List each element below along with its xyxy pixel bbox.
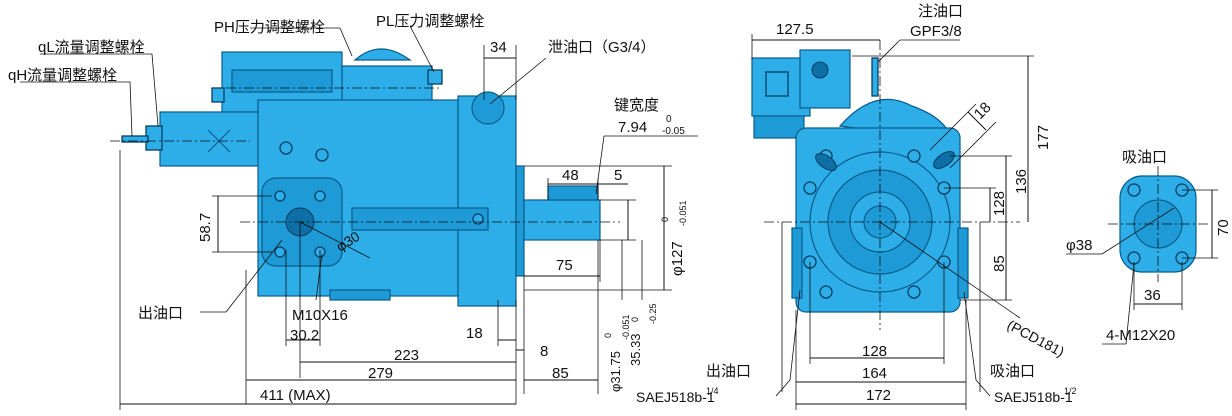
dim-8: 8 bbox=[540, 343, 548, 360]
side-dim-lines bbox=[20, 25, 698, 410]
oil-fill-spec: GPF3/8 bbox=[910, 23, 962, 40]
dim-phi127-tol-upper: 0 bbox=[660, 217, 670, 222]
qh-adjust-label: qH流量调整螺栓 bbox=[8, 67, 117, 84]
flange-slot bbox=[815, 153, 837, 171]
dim-5: 5 bbox=[614, 167, 622, 184]
text-labels: PH压力调整螺栓 PL压力调整螺栓 qL流量调整螺栓 qH流量调整螺栓 34 泄… bbox=[8, 3, 1232, 405]
dim-36: 36 bbox=[1144, 287, 1161, 304]
casing-bolt bbox=[315, 148, 329, 162]
inlet-dim-lines bbox=[1066, 189, 1218, 345]
side-view bbox=[110, 48, 620, 307]
casing-bolt bbox=[279, 141, 293, 155]
key-tol-upper: 0 bbox=[666, 114, 672, 125]
valve-port-square bbox=[765, 71, 789, 97]
dim-35-33: 35.33 bbox=[628, 333, 643, 366]
outlet-bolt-spec: M10X16 bbox=[292, 307, 348, 324]
flow-adjust-cylinder bbox=[159, 111, 261, 167]
ql-adjust-label: qL流量调整螺栓 bbox=[38, 39, 145, 56]
dim-411: 411 (MAX) bbox=[260, 387, 331, 404]
mount-hole bbox=[803, 181, 817, 195]
dim-85-side: 85 bbox=[552, 365, 569, 382]
dim-127-5: 127.5 bbox=[776, 21, 814, 38]
casing-bottom-rib bbox=[329, 289, 391, 301]
dim-phi31-75-tol-lower: -0.051 bbox=[621, 314, 631, 340]
inlet-bolt bbox=[1127, 183, 1141, 197]
dim-34: 34 bbox=[490, 39, 507, 56]
flange-bolt bbox=[314, 190, 326, 202]
ph-adjust-label: PH压力调整螺栓 bbox=[214, 19, 325, 36]
pl-adjust-bolt bbox=[427, 69, 443, 85]
dim-phi127: φ127 bbox=[669, 241, 686, 276]
flange-bolt bbox=[274, 246, 286, 258]
ph-adjust-dome bbox=[353, 48, 412, 61]
valve-end-plug bbox=[211, 87, 225, 103]
outlet-spec-sup: 1/4 bbox=[706, 386, 719, 396]
mount-hole bbox=[907, 149, 921, 163]
key-width-value: 7.94 bbox=[618, 119, 647, 136]
inlet-side-block bbox=[957, 227, 969, 299]
outlet-spec: SAEJ518b-1 bbox=[636, 389, 715, 405]
dim-35-33-tol-lower: -0.25 bbox=[648, 303, 658, 324]
dim-85-v: 85 bbox=[991, 255, 1008, 272]
inlet-label-flange: 吸油口 bbox=[1122, 149, 1167, 166]
drain-port-boss bbox=[471, 91, 505, 125]
inlet-flange-view bbox=[1108, 166, 1208, 282]
oil-fill-label: 注油口 bbox=[918, 3, 963, 20]
inlet-label-front: 吸油口 bbox=[990, 363, 1035, 380]
dim-48: 48 bbox=[562, 167, 579, 184]
dim-30-2: 30.2 bbox=[290, 327, 319, 344]
key-width-label: 键宽度 bbox=[614, 97, 659, 114]
dim-18-angle: 18 bbox=[971, 99, 995, 123]
front-dim-lines bbox=[751, 34, 1034, 410]
key-tol-lower: -0.05 bbox=[662, 126, 685, 137]
outlet-label-front: 出油口 bbox=[706, 363, 751, 380]
qh-adjust-bolt bbox=[121, 135, 149, 143]
inlet-spec: SAEJ518b-1 bbox=[994, 389, 1073, 405]
pl-adjust-label: PL压力调整螺栓 bbox=[376, 13, 484, 30]
dim-35-33-tol-upper: 0 bbox=[630, 317, 640, 322]
valve-spool-body bbox=[231, 69, 333, 93]
dim-128-h: 128 bbox=[862, 343, 887, 360]
dim-223: 223 bbox=[394, 347, 419, 364]
dim-75: 75 bbox=[556, 257, 573, 274]
mount-hole bbox=[907, 285, 921, 299]
inlet-spec-sup: 1/2 bbox=[1064, 386, 1077, 396]
valve-plug bbox=[811, 61, 829, 79]
dim-phi38: φ38 bbox=[1066, 237, 1092, 254]
pcd-label: (PCD181) bbox=[1005, 317, 1067, 360]
valve-extension bbox=[341, 65, 433, 107]
flange-bolt bbox=[274, 190, 286, 202]
dim-phi127-tol-lower: -0.051 bbox=[678, 200, 688, 226]
dim-279: 279 bbox=[368, 365, 393, 382]
dim-172: 172 bbox=[866, 387, 891, 404]
drain-port-label: 泄油口（G3/4） bbox=[548, 39, 656, 56]
dim-phi31-75: φ31.75 bbox=[608, 351, 623, 392]
valve-side-block bbox=[799, 49, 851, 109]
valve-lower-block bbox=[753, 115, 805, 139]
flange-slot bbox=[933, 151, 955, 169]
dim-70: 70 bbox=[1215, 219, 1232, 236]
dim-128-v: 128 bbox=[991, 191, 1008, 216]
mounting-flange-lip bbox=[515, 165, 525, 277]
dim-136: 136 bbox=[1013, 169, 1030, 194]
front-flange bbox=[457, 95, 517, 307]
mount-hole bbox=[819, 285, 833, 299]
outlet-side-block bbox=[791, 227, 803, 299]
dim-18: 18 bbox=[466, 325, 483, 342]
dim-phi31-75-tol-upper: 0 bbox=[603, 333, 613, 338]
shaft-key bbox=[547, 185, 599, 201]
housing-screw bbox=[472, 213, 484, 225]
outlet-label-side: 出油口 bbox=[138, 305, 183, 322]
dim-58-7: 58.7 bbox=[197, 213, 214, 242]
drive-shaft bbox=[523, 199, 601, 241]
dim-177: 177 bbox=[1035, 125, 1052, 150]
oil-fill-plug bbox=[871, 57, 879, 97]
shaft-housing-slot bbox=[351, 207, 489, 231]
inlet-bolt-spec: 4-M12X20 bbox=[1106, 327, 1175, 344]
dim-164: 164 bbox=[862, 365, 887, 382]
